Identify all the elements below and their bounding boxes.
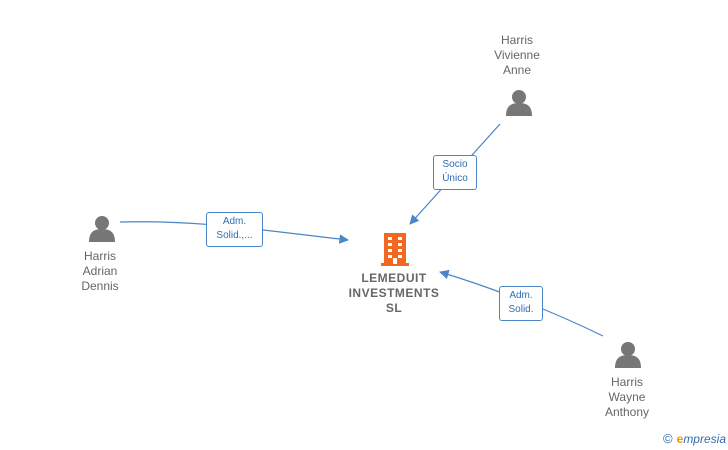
person-name-adrian[interactable]: Harris Adrian Dennis (45, 249, 155, 294)
edge-label-line: Solid.,... (216, 230, 253, 241)
person-name-line: Wayne (608, 390, 646, 404)
edge-label-vivienne[interactable]: Socio Único (433, 155, 477, 190)
edge-label-line: Adm. (222, 216, 247, 227)
company-name-line: INVESTMENTS (348, 286, 440, 300)
company-name-line: LEMEDUIT (361, 271, 427, 285)
edge-label-adrian[interactable]: Adm. Solid.,... (206, 212, 263, 247)
person-name-line: Dennis (81, 279, 119, 293)
empresia-watermark: © empresia (663, 431, 726, 446)
empresia-logo: empresia (677, 432, 726, 446)
person-name-line: Harris (611, 375, 643, 389)
brand-rest: mpresia (683, 431, 726, 446)
person-icon[interactable] (506, 90, 532, 116)
person-icon[interactable] (89, 216, 115, 242)
person-name-wayne[interactable]: Harris Wayne Anthony (572, 375, 682, 420)
edge-label-line: Socio (442, 159, 468, 170)
person-name-vivienne[interactable]: Harris Vivienne Anne (462, 33, 572, 78)
brand-initial: e (676, 431, 684, 446)
person-name-line: Harris (84, 249, 116, 263)
edge-label-wayne[interactable]: Adm. Solid. (499, 286, 543, 321)
edge-label-line: Único (442, 173, 468, 184)
person-name-line: Anthony (604, 405, 650, 419)
building-icon[interactable] (381, 233, 409, 266)
person-name-line: Harris (501, 33, 533, 47)
copyright-symbol: © (663, 431, 673, 446)
person-name-line: Vivienne (494, 48, 540, 62)
edge-label-line: Adm. (509, 290, 533, 301)
edge-label-line: Solid. (508, 304, 534, 315)
company-name-line: SL (385, 301, 403, 315)
company-name[interactable]: LEMEDUIT INVESTMENTS SL (329, 271, 459, 316)
person-name-line: Anne (502, 63, 532, 77)
person-icon[interactable] (615, 342, 641, 368)
person-name-line: Adrian (82, 264, 118, 278)
